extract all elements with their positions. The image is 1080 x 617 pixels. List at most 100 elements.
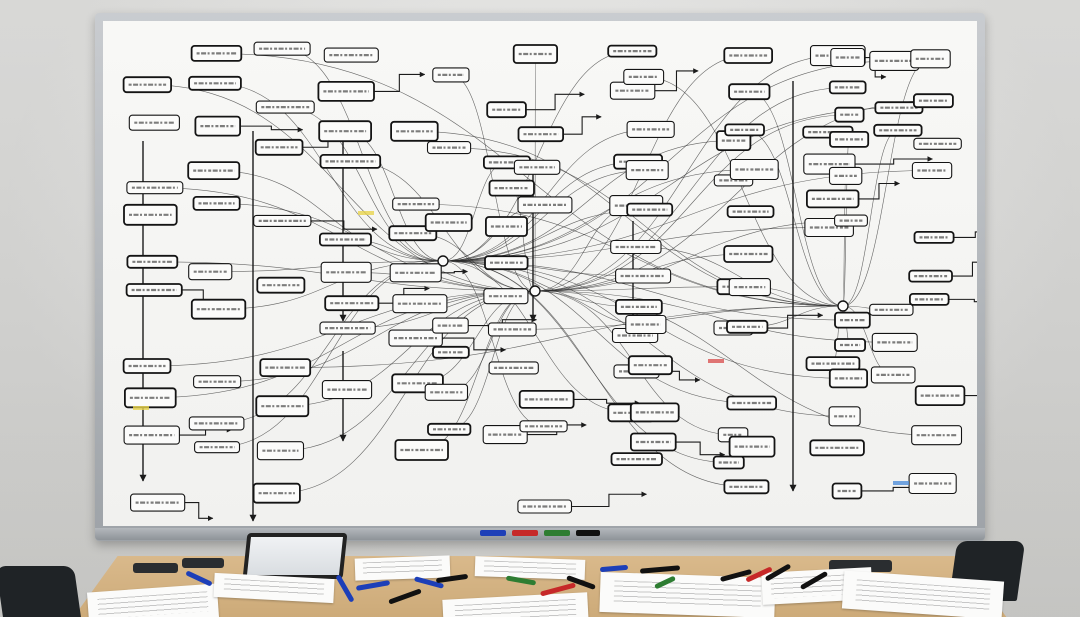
flowchart-box xyxy=(432,67,470,83)
flowchart-box xyxy=(828,406,861,427)
connector-line xyxy=(442,129,651,262)
flowchart-box xyxy=(829,131,870,148)
arrow-line xyxy=(675,441,726,458)
paper-sheet xyxy=(354,555,451,581)
flowchart-box xyxy=(256,276,306,294)
flowchart-box xyxy=(724,123,765,137)
flowchart-box xyxy=(712,455,745,470)
connector-line xyxy=(534,286,735,292)
connector-line xyxy=(442,60,895,262)
arrow-line xyxy=(310,220,378,232)
connector-line xyxy=(842,130,898,307)
office-chair-left xyxy=(0,566,83,617)
connector-line xyxy=(744,129,844,307)
arrow-line xyxy=(752,312,824,329)
flowchart-box xyxy=(256,441,305,461)
connector-line xyxy=(213,170,444,262)
connector-line xyxy=(534,55,838,292)
color-highlight xyxy=(358,211,374,215)
flowchart-boxes xyxy=(122,41,966,514)
flowchart-box xyxy=(486,101,527,119)
hub-node xyxy=(837,300,849,312)
connector-line xyxy=(534,114,850,292)
flowchart-box xyxy=(914,385,966,407)
flowchart-box xyxy=(723,245,774,263)
marker-tray xyxy=(95,528,985,540)
flowchart-box xyxy=(122,358,172,374)
flowchart-box xyxy=(252,482,301,504)
connector-line xyxy=(643,76,844,307)
flowchart-box xyxy=(623,68,665,85)
arrow-line xyxy=(441,268,468,275)
flowchart-box xyxy=(729,158,779,181)
flowchart-box xyxy=(629,402,680,423)
flowchart-box xyxy=(390,120,439,142)
flowchart-box xyxy=(726,395,777,411)
flowchart-box xyxy=(254,138,304,156)
connector-line xyxy=(216,203,536,292)
connector-line xyxy=(442,169,648,262)
connector-line xyxy=(147,84,536,292)
tray-marker xyxy=(480,530,506,536)
tray-marker xyxy=(544,530,570,536)
flowchart-box xyxy=(908,472,957,495)
flowchart-box xyxy=(392,197,440,211)
connector-line xyxy=(415,203,844,307)
flowchart-box xyxy=(626,120,675,138)
phone xyxy=(133,563,178,573)
connector-line xyxy=(534,87,848,292)
flowchart-box xyxy=(388,225,438,242)
arrow-line xyxy=(184,502,214,522)
arrow-line xyxy=(571,491,647,508)
connector-line xyxy=(285,305,844,368)
flowchart-drawing xyxy=(122,41,977,522)
connector-line xyxy=(218,260,444,310)
connector-line xyxy=(442,260,747,488)
connector-line xyxy=(214,82,444,262)
connector-line xyxy=(534,220,852,292)
arrow-line xyxy=(964,395,977,397)
connector-line xyxy=(534,290,895,343)
connector-line xyxy=(442,50,633,262)
tray-marker xyxy=(576,530,600,536)
arrow-line xyxy=(442,337,506,353)
flowchart-box xyxy=(913,137,962,150)
flowchart-box xyxy=(319,153,382,169)
hub-node xyxy=(437,255,449,267)
arrow-line xyxy=(373,71,426,92)
connector-line xyxy=(446,290,536,393)
arrow-line xyxy=(952,261,977,277)
arrow-line xyxy=(854,156,933,165)
connector-line xyxy=(749,91,844,307)
connector-line xyxy=(150,290,536,399)
tablet-screen xyxy=(247,537,343,575)
tray-marker xyxy=(512,530,538,536)
phone xyxy=(182,558,224,568)
flowchart-box xyxy=(723,47,773,64)
connector-line xyxy=(442,140,734,262)
connector-line xyxy=(635,246,844,307)
flowchart-box xyxy=(834,338,867,352)
color-highlight xyxy=(133,406,149,410)
flowchart-box xyxy=(487,322,537,337)
connector-line xyxy=(442,260,639,308)
connector-line xyxy=(442,260,544,427)
tablet-device xyxy=(242,533,348,579)
hub-node xyxy=(529,285,541,297)
arrow-line xyxy=(179,427,233,436)
arrow-line xyxy=(563,114,602,135)
connector-line xyxy=(414,131,844,307)
connector-line xyxy=(534,290,937,436)
arrow-line xyxy=(525,91,585,111)
flowchart-box xyxy=(193,375,242,389)
color-highlight xyxy=(708,359,724,363)
color-highlight xyxy=(893,481,909,485)
flowchart-box xyxy=(911,161,953,180)
connector-line xyxy=(442,107,899,262)
flowchart-box xyxy=(519,420,568,433)
flowchart-box xyxy=(910,49,951,69)
flowchart-box xyxy=(909,292,950,306)
connector-line xyxy=(285,106,444,262)
connector-line xyxy=(512,305,844,330)
